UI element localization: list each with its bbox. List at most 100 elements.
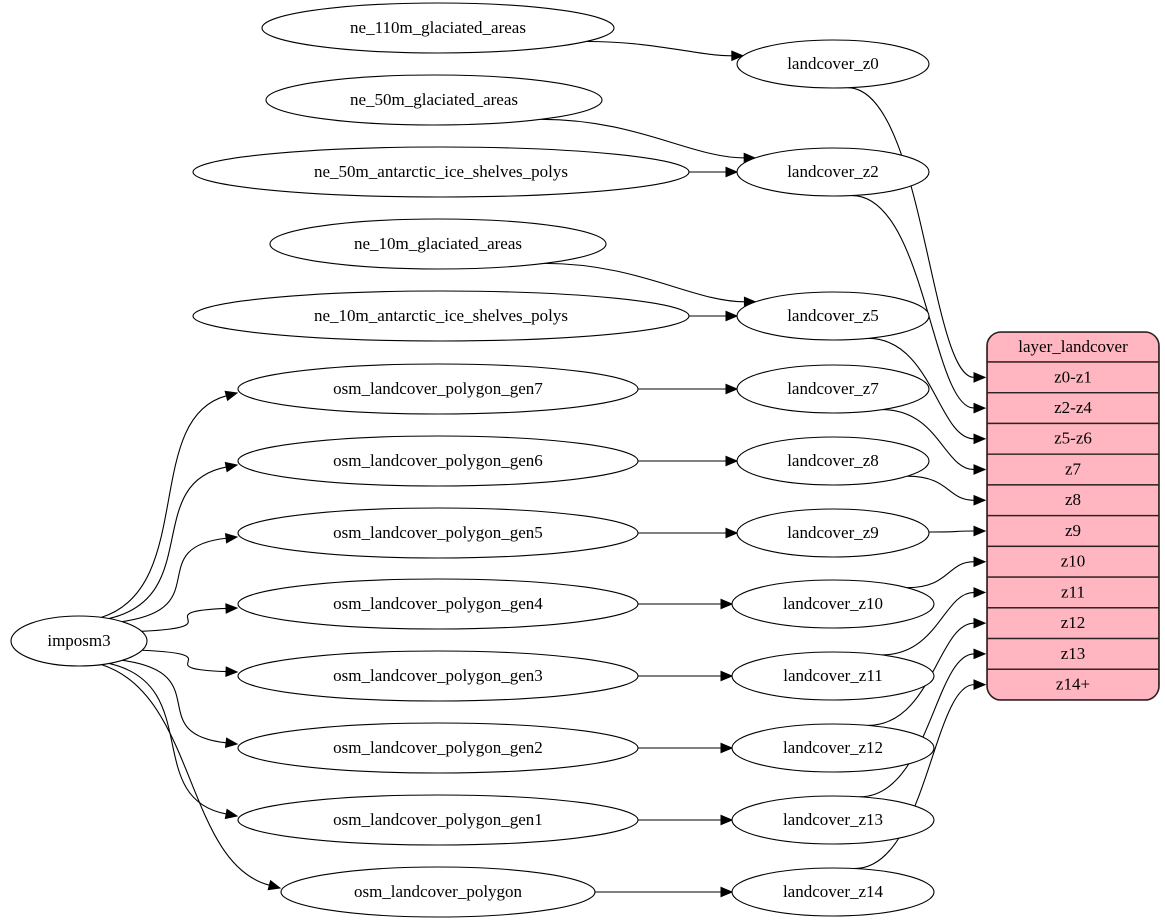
node-osm-landcover-polygon[interactable]: osm_landcover_polygon — [280, 866, 596, 918]
node-label: ne_50m_antarctic_ice_shelves_polys — [314, 162, 568, 181]
edge-path — [847, 87, 975, 378]
arrowhead — [731, 50, 745, 62]
node-landcover-z10[interactable]: landcover_z10 — [731, 579, 935, 629]
edge-ne-10m-antarctic-ice-shelves-polys-to-landcover-z5 — [688, 310, 739, 322]
table-row-z14[interactable]: z14+ — [987, 668, 1159, 700]
table-row-z9[interactable]: z9 — [987, 514, 1159, 548]
arrowhead — [720, 670, 734, 682]
node-label: landcover_z5 — [787, 306, 879, 325]
node-landcover-z5[interactable]: landcover_z5 — [736, 291, 930, 341]
arrowhead — [973, 402, 987, 414]
arrowhead — [725, 310, 739, 322]
table-row-z2-z4[interactable]: z2-z4 — [987, 392, 1159, 425]
node-landcover-z12[interactable]: landcover_z12 — [731, 723, 935, 773]
table-cells: layer_landcoverz0-z1z2-z4z5-z6z7z8z9z10z… — [987, 332, 1159, 700]
node-imposm3[interactable]: imposm3 — [10, 615, 148, 667]
arrowhead — [224, 808, 239, 820]
edge-imposm3-to-osm-landcover-polygon-gen4 — [141, 603, 239, 632]
node-osm-landcover-polygon-gen3[interactable]: osm_landcover_polygon_gen3 — [237, 650, 639, 702]
arrowhead — [973, 587, 987, 598]
table-row-z11[interactable]: z11 — [987, 576, 1159, 609]
table-row-label: z5-z6 — [1054, 429, 1092, 448]
node-ne-110m-glaciated-areas[interactable]: ne_110m_glaciated_areas — [261, 2, 615, 54]
node-landcover-z13[interactable]: landcover_z13 — [731, 795, 935, 845]
node-label: ne_50m_glaciated_areas — [350, 90, 518, 109]
node-label: landcover_z11 — [783, 666, 882, 685]
arrowhead — [725, 166, 739, 178]
node-osm-landcover-polygon-gen1[interactable]: osm_landcover_polygon_gen1 — [237, 794, 639, 846]
node-landcover-z9[interactable]: landcover_z9 — [736, 508, 930, 558]
node-label: osm_landcover_polygon — [354, 882, 523, 901]
table-row-label: z11 — [1061, 582, 1085, 601]
node-landcover-z11[interactable]: landcover_z11 — [731, 651, 935, 701]
node-osm-landcover-polygon-gen7[interactable]: osm_landcover_polygon_gen7 — [237, 363, 639, 415]
node-label: landcover_z8 — [787, 451, 879, 470]
table-row-z10[interactable]: z10 — [987, 545, 1159, 578]
arrowhead — [225, 603, 239, 614]
edge-path — [544, 262, 746, 303]
node-ne-50m-glaciated-areas[interactable]: ne_50m_glaciated_areas — [265, 74, 603, 126]
edge-imposm3-to-osm-landcover-polygon-gen2 — [122, 659, 239, 749]
node-label: landcover_z7 — [787, 379, 879, 398]
edge-path — [854, 684, 975, 870]
node-ne-50m-antarctic-ice-shelves-polys[interactable]: ne_50m_antarctic_ice_shelves_polys — [192, 146, 690, 198]
node-ne-10m-antarctic-ice-shelves-polys[interactable]: ne_10m_antarctic_ice_shelves_polys — [192, 290, 690, 342]
node-landcover-z2[interactable]: landcover_z2 — [736, 147, 930, 197]
node-label: landcover_z10 — [783, 594, 883, 613]
arrowhead — [224, 461, 239, 473]
edges-layer — [101, 40, 987, 898]
node-landcover-z7[interactable]: landcover_z7 — [736, 364, 930, 414]
table-row-z12[interactable]: z12 — [987, 607, 1159, 640]
table-row-z7[interactable]: z7 — [987, 453, 1159, 486]
node-osm-landcover-polygon-gen4[interactable]: osm_landcover_polygon_gen4 — [237, 578, 639, 630]
edge-imposm3-to-osm-landcover-polygon-gen1 — [108, 662, 239, 820]
edge-landcover-z2-to-table-row-1 — [852, 194, 987, 414]
node-landcover-z8[interactable]: landcover_z8 — [736, 436, 930, 486]
edge-path — [586, 40, 733, 57]
node-ne-10m-glaciated-areas[interactable]: ne_10m_glaciated_areas — [269, 218, 607, 270]
edge-landcover-z14-to-table-row-10 — [854, 679, 987, 870]
node-osm-landcover-polygon-gen6[interactable]: osm_landcover_polygon_gen6 — [237, 435, 639, 487]
edge-path — [928, 530, 975, 533]
edge-ne-50m-antarctic-ice-shelves-polys-to-landcover-z2 — [688, 166, 739, 178]
edge-path — [108, 466, 227, 620]
table-row-z0-z1[interactable]: z0-z1 — [987, 361, 1159, 394]
layer-landcover-table: layer_landcoverz0-z1z2-z4z5-z6z7z8z9z10z… — [986, 331, 1160, 701]
table-row-label: z8 — [1065, 490, 1081, 509]
node-label: landcover_z12 — [783, 738, 883, 757]
table-row-z8[interactable]: z8 — [987, 484, 1159, 517]
edge-osm-landcover-polygon-to-landcover-z14 — [594, 886, 734, 898]
node-osm-landcover-polygon-gen5[interactable]: osm_landcover_polygon_gen5 — [237, 507, 639, 559]
edge-path — [867, 337, 975, 440]
table-row-label: z7 — [1065, 459, 1082, 478]
edge-landcover-z13-to-table-row-9 — [859, 648, 987, 798]
arrowhead — [224, 532, 239, 544]
nodes-layer: ne_110m_glaciated_areas ne_50m_glaciated_… — [10, 2, 935, 918]
node-label: osm_landcover_polygon_gen5 — [333, 523, 543, 542]
arrowhead — [725, 455, 739, 467]
edge-osm-landcover-polygon-gen3-to-landcover-z11 — [637, 670, 734, 682]
arrowhead — [720, 598, 734, 610]
node-landcover-z0[interactable]: landcover_z0 — [736, 39, 930, 89]
table-row-label: z12 — [1061, 613, 1086, 632]
arrowhead — [973, 371, 987, 383]
node-osm-landcover-polygon-gen2[interactable]: osm_landcover_polygon_gen2 — [237, 722, 639, 774]
edge-path — [101, 395, 227, 618]
edge-path — [121, 537, 227, 623]
edge-ne-110m-glaciated-areas-to-landcover-z0 — [586, 40, 745, 62]
table-row-z13[interactable]: z13 — [987, 637, 1159, 670]
arrowhead — [973, 679, 987, 691]
table-row-z5-z6[interactable]: z5-z6 — [987, 422, 1159, 455]
arrowhead — [973, 617, 987, 629]
edge-landcover-z11-to-table-row-7 — [881, 587, 987, 656]
node-label: imposm3 — [47, 631, 110, 650]
edge-path — [141, 607, 227, 632]
arrowhead — [725, 527, 739, 539]
edge-path — [907, 561, 975, 589]
edge-landcover-z5-to-table-row-2 — [867, 337, 987, 445]
table-row-label: z13 — [1061, 644, 1086, 663]
arrowhead — [224, 390, 239, 402]
node-landcover-z14[interactable]: landcover_z14 — [731, 867, 935, 917]
